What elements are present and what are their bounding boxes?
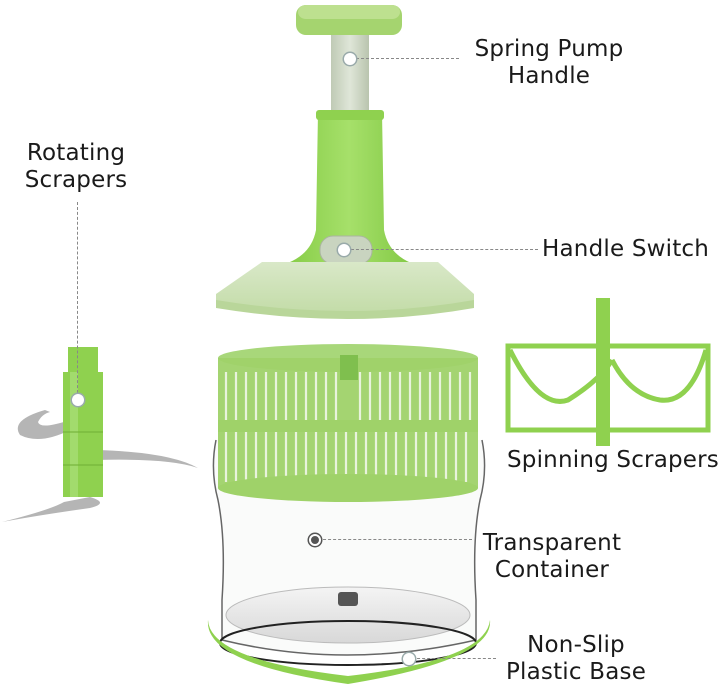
leader-rotating-scrapers	[77, 202, 78, 398]
leader-transparent-container	[318, 539, 472, 540]
marker-spring-pump	[344, 53, 356, 65]
basket	[218, 344, 478, 502]
leader-spring-pump	[351, 58, 459, 59]
handle-column	[268, 112, 430, 268]
label-rotating-scrapers: Rotating Scrapers	[24, 140, 128, 193]
marker-handle-switch	[338, 244, 350, 256]
label-handle-switch: Handle Switch	[542, 236, 710, 262]
label-transparent-container: Transparent Container	[482, 530, 622, 583]
label-non-slip-base: Non-Slip Plastic Base	[505, 632, 647, 685]
leader-handle-switch	[346, 249, 538, 250]
marker-rotating-scrapers	[72, 394, 84, 406]
marker-non-slip-base	[403, 653, 415, 665]
pump-stem	[331, 35, 369, 113]
label-spring-pump-handle: Spring Pump Handle	[474, 36, 624, 89]
base-ring	[207, 620, 491, 684]
lid	[216, 262, 474, 313]
leader-non-slip-base	[412, 658, 496, 659]
label-spinning-scrapers: Spinning Scrapers	[506, 447, 719, 473]
rotating-scrapers	[2, 347, 198, 522]
marker-transparent-container	[309, 534, 321, 546]
pump-knob	[296, 5, 402, 35]
spinning-scrapers	[505, 298, 711, 446]
